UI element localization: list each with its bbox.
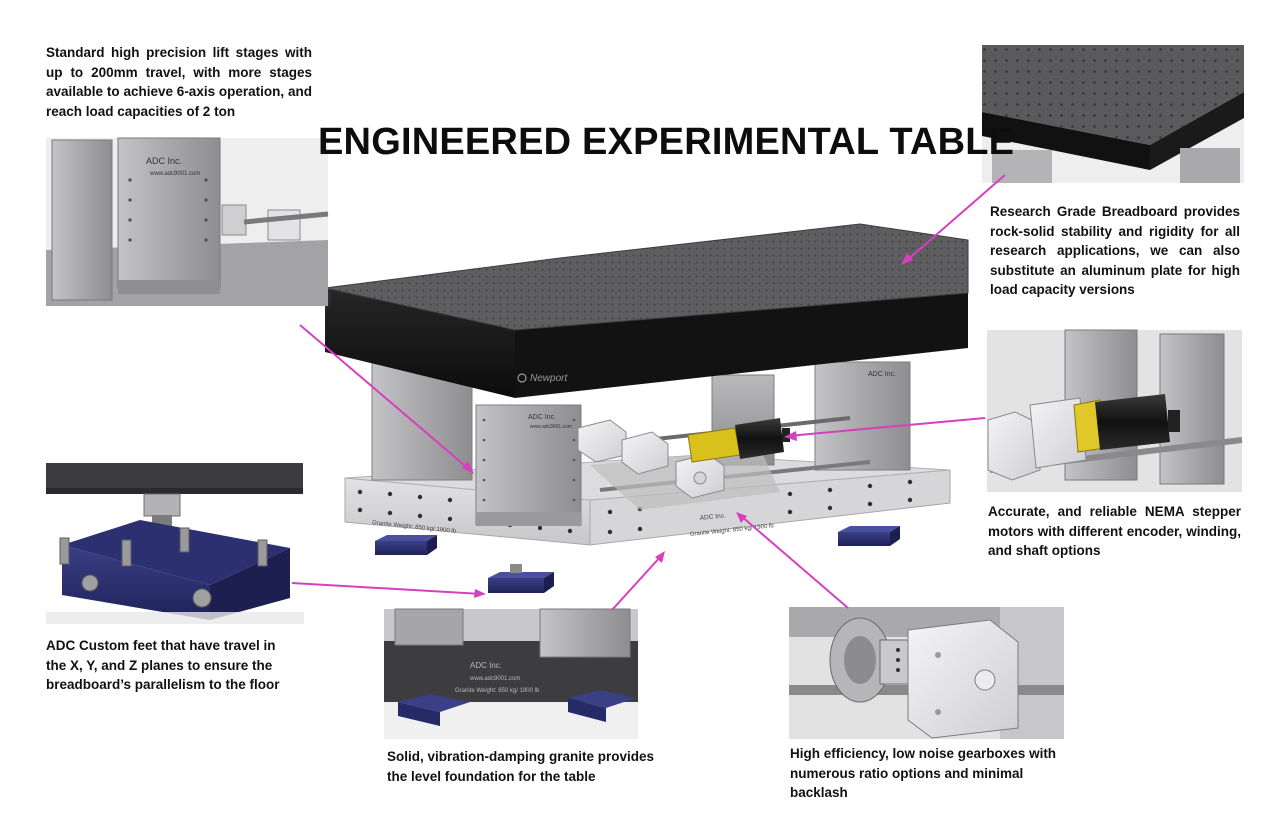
callout-granite: Solid, vibration-damping granite provide… [387, 749, 655, 784]
inset-feet [46, 463, 304, 624]
inset-stage-brand: ADC Inc. [146, 156, 182, 166]
callout-stepper-motors: Accurate, and reliable NEMA stepper moto… [988, 504, 1241, 558]
drive-train [577, 416, 871, 510]
granite-brand: ADC Inc. [699, 512, 726, 522]
callout-breadboard: Research Grade Breadboard provides rock-… [990, 204, 1240, 297]
inset-lift-stages: ADC Inc. www.adc9001.com [46, 137, 329, 306]
callout-lift-stages: Standard high precision lift stages with… [46, 45, 312, 119]
breadboard: Newport [324, 223, 969, 398]
stage-brand-rear: ADC Inc. [868, 371, 896, 378]
inset-gearbox [789, 607, 1064, 739]
breadboard-brand: Newport [530, 373, 568, 384]
table-feet [375, 526, 900, 593]
inset-stage-url: www.adc9001.com [149, 171, 200, 177]
stepper-motor [687, 418, 790, 463]
main-table: Granite Weight: 850 kg/ 1900 lb ADC Inc.… [324, 223, 969, 593]
inset-granite-brand: ADC Inc. [470, 661, 502, 670]
inset-granite-weight: Granite Weight: 850 kg/ 1900 lb [455, 688, 540, 694]
inset-stepper-motor [987, 329, 1243, 492]
gearbox-units [577, 419, 725, 499]
stage-brand-front: ADC Inc. [528, 414, 556, 421]
page-title: ENGINEERED EXPERIMENTAL TABLE [318, 121, 1015, 163]
callout-gearboxes: High efficiency, low noise gearboxes wit… [790, 746, 1057, 800]
callout-feet: ADC Custom feet that have travel in the … [46, 638, 280, 692]
newport-logo-icon [517, 373, 527, 383]
inset-granite: ADC Inc. www.adc9001.com Granite Weight:… [384, 608, 638, 739]
stage-url-front: www.adc9001.com [530, 424, 572, 430]
callout-arrows [291, 174, 1006, 611]
inset-granite-url: www.adc9001.com [469, 676, 520, 682]
inset-breadboard [982, 45, 1244, 183]
